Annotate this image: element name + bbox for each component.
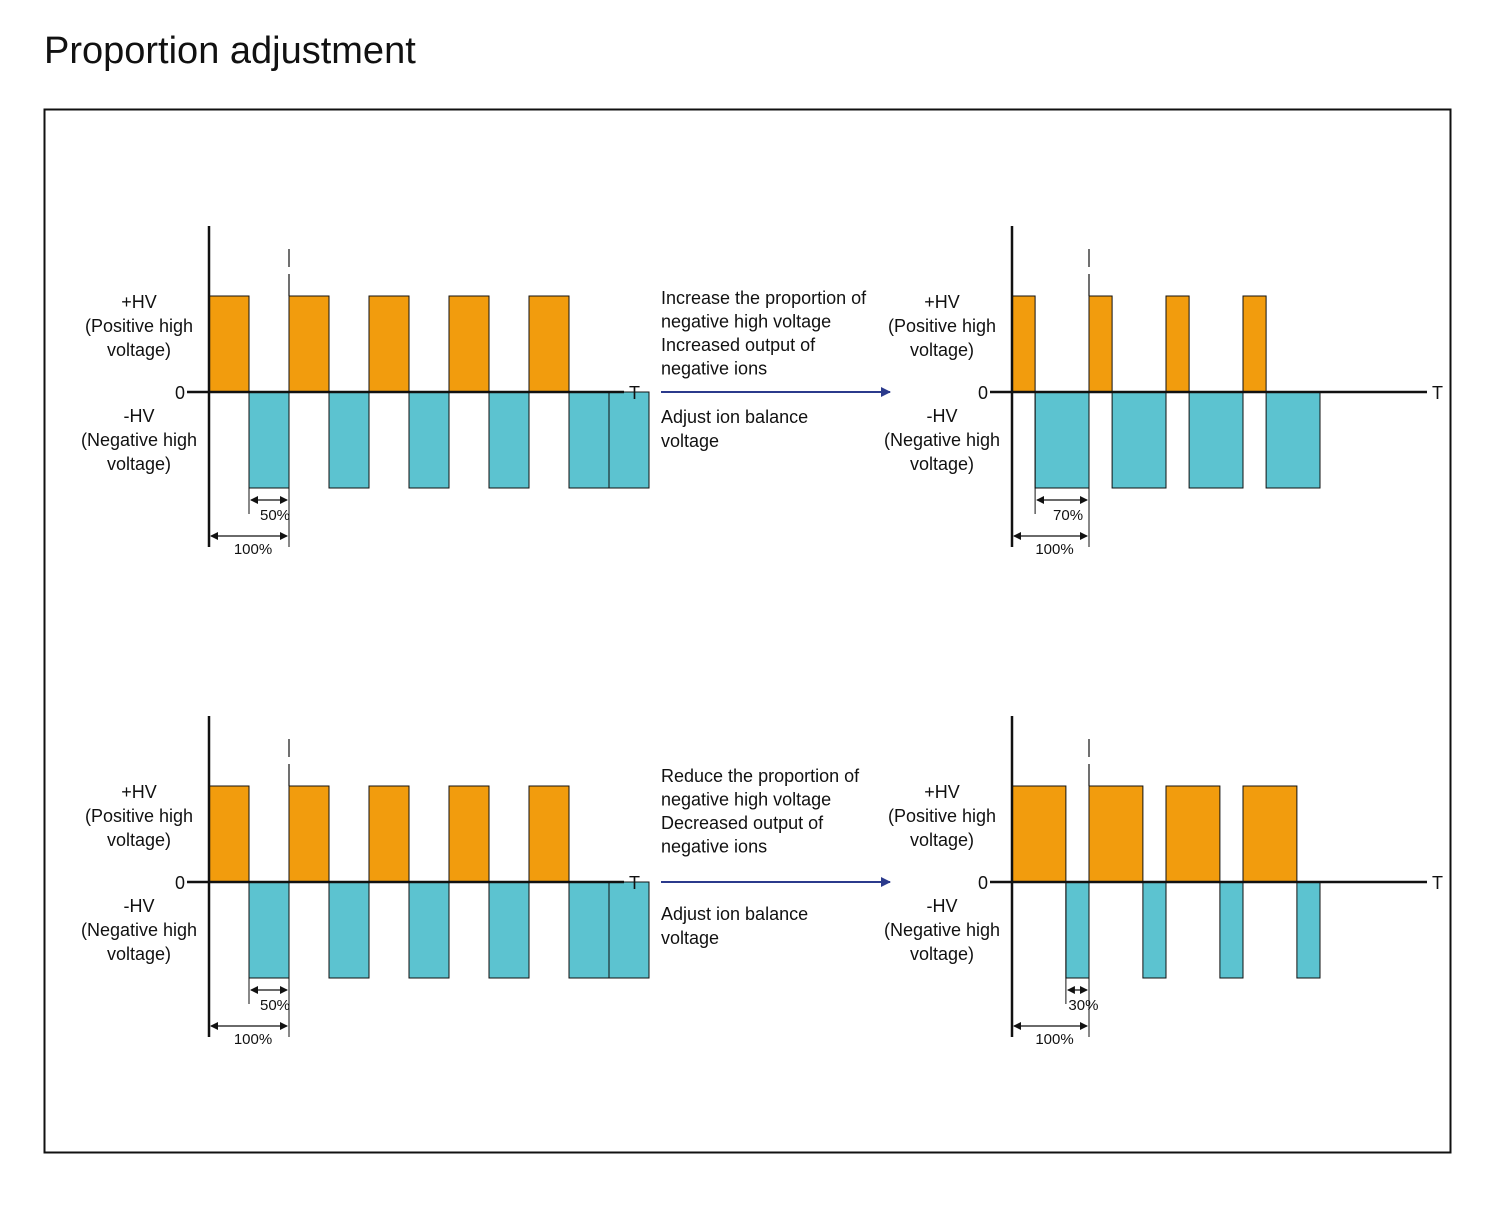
page-title: Proportion adjustment [44,30,416,72]
positive-pulse [1242,785,1298,883]
negative-pulse [488,391,530,489]
transition-text: negative high voltage [661,790,831,810]
negative-pulse [1111,391,1167,489]
zero-label: 0 [978,873,988,893]
negative-pulse [248,391,290,489]
negative-pulse [408,391,450,489]
waveform-panel: 0 T +HV (Positive high voltage) -HV (Negative … [81,226,650,558]
negative-pulse [1188,391,1244,489]
negative-pulse [568,881,610,979]
positive-pulse [1165,295,1190,393]
transition-text: Reduce the proportion of [661,766,860,786]
positive-hv-label: voltage) [107,830,171,850]
full-measure-label: 100% [1035,541,1073,558]
positive-hv-label: (Positive high [888,316,996,336]
transition-text: negative ions [661,359,767,379]
positive-pulse [368,785,410,883]
zero-label: 0 [175,383,185,403]
positive-pulse [448,295,490,393]
positive-hv-label: (Positive high [85,316,193,336]
negative-pulse [488,881,530,979]
positive-pulse [1088,785,1144,883]
negative-pulse [608,881,650,979]
waveform-panel: 0 T +HV (Positive high voltage) -HV (Negative … [884,716,1443,1048]
positive-hv-label: voltage) [910,830,974,850]
full-measure-label: 100% [1035,1031,1073,1048]
positive-pulse [288,785,330,883]
positive-pulse [448,785,490,883]
time-label: T [629,873,640,893]
time-label: T [1432,383,1443,403]
transition-note: voltage [661,431,719,451]
negative-hv-label: -HV [124,896,155,916]
positive-pulse [208,295,250,393]
transition-text: negative high voltage [661,312,831,332]
negative-hv-label: voltage) [107,454,171,474]
time-label: T [1432,873,1443,893]
positive-hv-label: voltage) [107,340,171,360]
negative-hv-label: voltage) [107,944,171,964]
negative-hv-label: -HV [927,406,958,426]
positive-pulse [1165,785,1221,883]
transition-text: Decreased output of [661,813,824,833]
positive-hv-label: +HV [924,292,960,312]
positive-pulse [1011,295,1036,393]
transition-text: Increase the proportion of [661,288,867,308]
positive-pulse [1011,785,1067,883]
negative-pulse [568,391,610,489]
share-measure-label: 70% [1053,507,1083,524]
full-measure-label: 100% [234,1031,272,1048]
negative-hv-label: -HV [927,896,958,916]
negative-hv-label: (Negative high [81,920,197,940]
positive-hv-label: +HV [924,782,960,802]
negative-pulse [608,391,650,489]
negative-pulse [1219,881,1244,979]
negative-hv-label: (Negative high [884,430,1000,450]
transition-note: Adjust ion balance [661,407,808,427]
zero-label: 0 [978,383,988,403]
waveform-panel: 0 T +HV (Positive high voltage) -HV (Negative … [884,226,1443,558]
negative-pulse [1034,391,1090,489]
transition-note: Adjust ion balance [661,904,808,924]
positive-pulse [528,785,570,883]
positive-hv-label: +HV [121,782,157,802]
share-measure-label: 50% [260,507,290,524]
negative-pulse [328,391,370,489]
time-label: T [629,383,640,403]
diagram-frame [43,108,1452,1154]
positive-pulse [528,295,570,393]
positive-hv-label: (Positive high [888,806,996,826]
positive-pulse [288,295,330,393]
waveform-panel: 0 T +HV (Positive high voltage) -HV (Negative … [81,716,650,1048]
negative-hv-label: voltage) [910,454,974,474]
negative-pulse [1065,881,1090,979]
negative-hv-label: (Negative high [884,920,1000,940]
transition: Increase the proportion of negative high … [661,288,891,451]
share-measure-label: 30% [1068,997,1098,1014]
full-measure-label: 100% [234,541,272,558]
transition: Reduce the proportion of negative high vo… [661,766,891,948]
zero-label: 0 [175,873,185,893]
negative-pulse [1142,881,1167,979]
share-measure-label: 50% [260,997,290,1014]
transition-text: negative ions [661,837,767,857]
negative-pulse [1296,881,1321,979]
negative-pulse [1265,391,1321,489]
negative-pulse [408,881,450,979]
positive-pulse [368,295,410,393]
positive-pulse [1088,295,1113,393]
negative-pulse [328,881,370,979]
positive-pulse [1242,295,1267,393]
positive-pulse [208,785,250,883]
negative-hv-label: -HV [124,406,155,426]
negative-hv-label: (Negative high [81,430,197,450]
positive-hv-label: +HV [121,292,157,312]
transition-note: voltage [661,928,719,948]
transition-text: Increased output of [661,335,816,355]
negative-hv-label: voltage) [910,944,974,964]
positive-hv-label: voltage) [910,340,974,360]
negative-pulse [248,881,290,979]
positive-hv-label: (Positive high [85,806,193,826]
